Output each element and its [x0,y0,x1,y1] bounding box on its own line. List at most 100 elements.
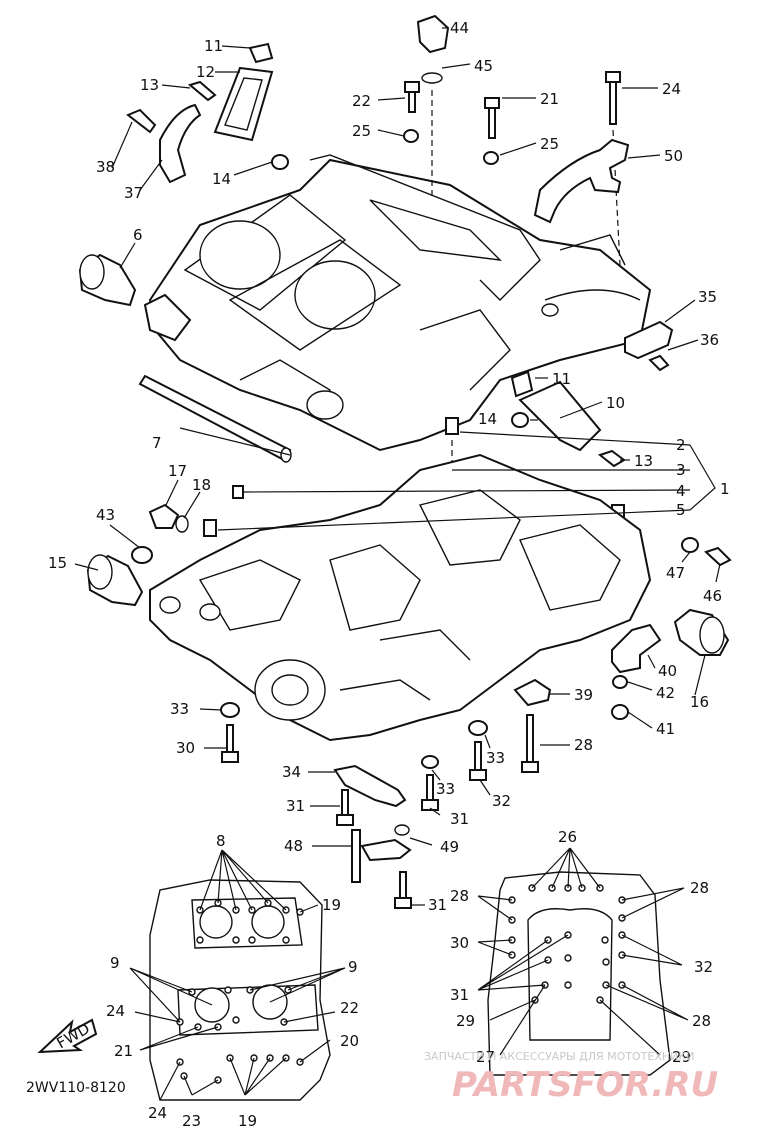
callout-23: 23 [182,1112,201,1130]
part-25-washer-right [483,151,499,165]
callout-38: 38 [96,158,115,176]
callout-31: 31 [286,797,305,815]
part-45-oring [421,72,443,84]
leaders-right [477,847,689,1056]
part-36-bolt [648,354,670,372]
callout-28: 28 [690,879,709,897]
callout-17: 17 [168,462,187,480]
callout-39: 39 [574,686,593,704]
part-12-plate [213,66,274,142]
callout-21: 21 [114,1042,133,1060]
bolt-holes-left [176,899,304,1084]
part-46-bolt [704,546,732,567]
callout-5: 5 [676,501,686,519]
part-5-spring [203,519,217,537]
callout-33: 33 [486,749,505,767]
part-33-washer-mid [468,720,488,736]
callout-11: 11 [552,370,571,388]
part-39-clip [513,678,552,707]
part-31-bolt-c [394,871,412,909]
callout-33: 33 [170,700,189,718]
callout-28: 28 [692,1012,711,1030]
callout-19: 19 [238,1112,257,1130]
part-41-bolt [611,704,629,720]
part-24-bolt-upper [605,71,621,125]
part-49-oring [394,824,410,836]
callout-25: 25 [540,135,559,153]
callout-30: 30 [176,739,195,757]
callout-labels: 11 12 13 38 37 14 44 45 22 25 21 25 24 5… [48,19,730,1130]
callout-12: 12 [196,63,215,81]
part-47-washer [681,537,699,553]
callout-14: 14 [478,410,497,428]
callout-4: 4 [676,482,686,500]
callout-26: 26 [558,828,577,846]
callout-28: 28 [574,736,593,754]
part-11-cap [248,42,274,64]
callout-24: 24 [148,1104,167,1122]
callout-25: 25 [352,122,371,140]
part-48-bolt [351,829,412,883]
callout-1: 1 [720,480,730,498]
callout-42: 42 [656,684,675,702]
callout-20: 20 [340,1032,359,1050]
leader-lines [74,27,721,906]
callout-28: 28 [450,887,469,905]
part-2-spring [445,417,459,435]
bolt-pattern-left [129,849,346,1101]
lower-crankcase [149,453,652,742]
callout-31: 31 [428,896,447,914]
callout-31: 31 [450,986,469,1004]
callout-41: 41 [656,720,675,738]
part-33-washer-right [421,755,439,769]
part-42-washer [612,675,628,689]
part-18-oring [175,515,189,533]
fwd-arrow-icon: FWD [37,1018,98,1054]
callout-49: 49 [440,838,459,856]
part-34-plate [333,764,407,808]
part-17-filter [148,503,180,529]
leaders-left [129,849,346,1101]
callout-29: 29 [456,1012,475,1030]
part-15-plug [86,554,144,607]
part-30-bolt [221,724,239,763]
callout-44: 44 [450,19,469,37]
callout-27: 27 [476,1048,495,1066]
callout-15: 15 [48,554,67,572]
callout-36: 36 [700,331,719,349]
callout-9: 9 [348,958,358,976]
part-10-cover [518,380,602,452]
callout-16: 16 [690,693,709,711]
callout-50: 50 [664,147,683,165]
callout-2: 2 [676,436,686,454]
callout-22: 22 [340,999,359,1017]
callout-6: 6 [133,226,143,244]
callout-11: 11 [204,37,223,55]
part-11-cap-mid [510,370,534,398]
part-13-bolt-upper [187,80,217,102]
callout-7: 7 [152,434,162,452]
callout-8: 8 [216,832,226,850]
part-37-bracket [159,103,202,184]
callout-47: 47 [666,564,685,582]
callout-13: 13 [634,452,653,470]
callout-24: 24 [106,1002,125,1020]
callout-19: 19 [322,896,341,914]
part-38-bolt [126,108,157,134]
callout-3: 3 [676,461,686,479]
part-14-dowel-upper [271,154,289,170]
callout-30: 30 [450,934,469,952]
part-7-shaft [138,374,292,463]
part-25-washer-left [403,129,419,143]
part-14-dowel-mid [511,412,529,428]
callout-29: 29 [672,1048,691,1066]
part-6-plug [78,253,137,307]
part-50-bracket [533,138,630,224]
part-35-plate [624,320,674,360]
watermark-logo: PARTSFOR.RU [452,1065,718,1105]
callout-32: 32 [694,958,713,976]
part-4-dowel [232,485,244,499]
upper-crankcase [148,154,652,452]
callout-37: 37 [124,184,143,202]
